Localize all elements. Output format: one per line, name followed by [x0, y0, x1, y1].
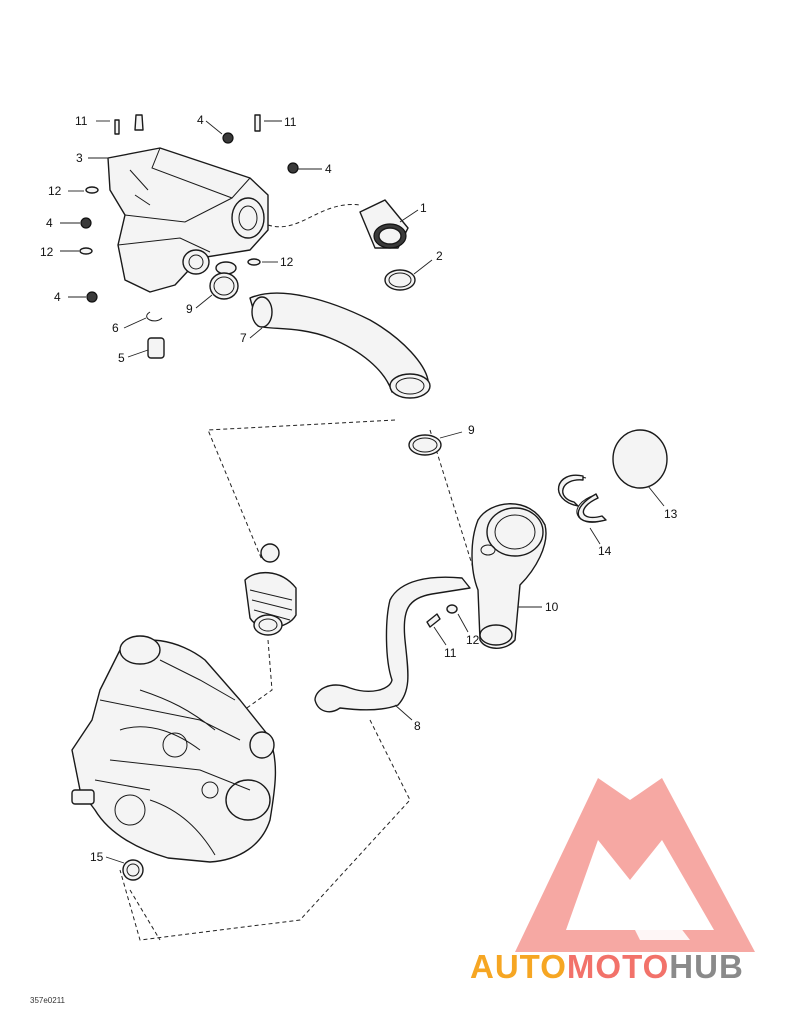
callout-13: 13 — [664, 507, 678, 521]
callout-3: 3 — [76, 151, 83, 165]
leader-lines — [60, 120, 665, 864]
callouts: 11 11 4 3 4 12 1 4 12 2 12 4 9 6 7 5 9 1… — [40, 113, 678, 864]
callout-1: 1 — [420, 201, 427, 215]
logo-part-auto: AUTO — [470, 948, 567, 985]
callout-4: 4 — [325, 162, 332, 176]
intake-boot — [359, 199, 409, 249]
intake-hose — [249, 292, 431, 399]
callout-2: 2 — [436, 249, 443, 263]
callout-14: 14 — [598, 544, 612, 558]
callout-11: 11 — [284, 115, 297, 129]
callout-11: 11 — [75, 114, 88, 128]
duct-hardware — [426, 604, 458, 628]
drawing-code: 357e0211 — [30, 996, 65, 1005]
logo-part-hub: HUB — [669, 948, 744, 985]
fasteners — [79, 114, 299, 359]
airbox-part — [107, 147, 269, 293]
callout-4: 4 — [197, 113, 204, 127]
callout-8: 8 — [414, 719, 421, 733]
callout-15: 15 — [90, 850, 104, 864]
callout-7: 7 — [240, 331, 247, 345]
callout-11: 11 — [444, 646, 457, 660]
callout-6: 6 — [112, 321, 119, 335]
callout-10: 10 — [545, 600, 559, 614]
callout-12: 12 — [466, 633, 480, 647]
callout-12: 12 — [48, 184, 62, 198]
callout-9: 9 — [186, 302, 193, 316]
engine-fitting — [244, 543, 297, 636]
callout-12: 12 — [40, 245, 54, 259]
logo-part-moto: MOTO — [566, 948, 670, 985]
logo-wordmark: AUTOMOTOHUB — [470, 950, 744, 983]
logo-mark — [515, 778, 755, 952]
callout-4: 4 — [54, 290, 61, 304]
outlet-duct — [471, 503, 547, 649]
cap-and-ring — [558, 429, 668, 523]
callout-9: 9 — [468, 423, 475, 437]
engine-assembly — [71, 635, 277, 863]
return-hose — [314, 576, 471, 713]
callout-12: 12 — [280, 255, 294, 269]
callout-5: 5 — [118, 351, 125, 365]
clamps — [122, 269, 442, 881]
callout-4: 4 — [46, 216, 53, 230]
